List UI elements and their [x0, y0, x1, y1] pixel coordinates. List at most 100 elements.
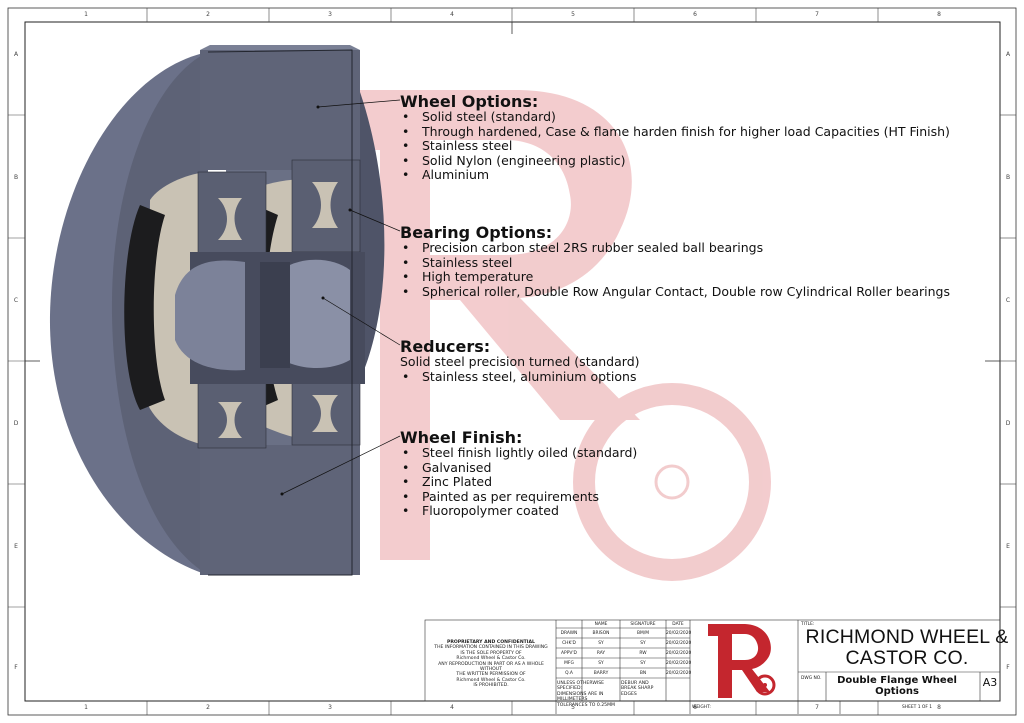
- deburr-line: EDGES: [621, 691, 637, 697]
- zone-row-c: C: [13, 297, 19, 304]
- standard-option: Solid steel precision turned (standard): [400, 354, 640, 369]
- wheel-section-view: [49, 45, 385, 576]
- row-name: BARRY: [593, 671, 609, 676]
- deburr-line: DEBUR AND: [621, 681, 649, 686]
- zone-col-7: 7: [815, 11, 819, 18]
- tolerance-line: TOLERANCES TO 0.25MM: [557, 702, 615, 708]
- proprietary-heading: PROPRIETARY AND CONFIDENTIAL: [446, 640, 535, 645]
- proprietary-line: IS PROHIBITED.: [473, 683, 509, 689]
- row-role: CHK'D: [562, 641, 576, 646]
- header-signature: SIGNATURE: [630, 622, 656, 627]
- proprietary-notice: PROPRIETARY AND CONFIDENTIAL THE INFORMA…: [428, 640, 554, 689]
- list-item: Spherical roller, Double Row Angular Con…: [402, 284, 950, 300]
- list-item: High temperature: [402, 270, 950, 285]
- proprietary-line: THE WRITTEN PERMISSION OF: [456, 672, 526, 678]
- sheet-number: SHEET 1 OF 1: [902, 705, 933, 710]
- sheet-size: A3: [982, 676, 998, 689]
- callout-title: Bearing Options:: [400, 223, 553, 242]
- row-role: MFG: [564, 661, 574, 666]
- zone-row-e-right: E: [1006, 543, 1010, 550]
- callout-title: Wheel Options:: [400, 92, 539, 111]
- deburr-line: BREAK SHARP: [621, 686, 654, 692]
- list-item: Galvanised: [402, 460, 637, 476]
- title-block-grid: [424, 619, 1001, 714]
- row-signature: RW: [639, 651, 647, 656]
- proprietary-line: Richmond Wheel & Castor Co.: [456, 677, 526, 683]
- list-item: Stainless steel, aluminium options: [402, 369, 640, 385]
- center-marks: [25, 22, 1000, 362]
- option-list: Precision carbon steel 2RS rubber sealed…: [400, 240, 950, 300]
- zone-row-c-right: C: [1005, 297, 1011, 304]
- callout-wheel-finish: Wheel Finish: Steel finish lightly oiled…: [400, 429, 637, 519]
- zone-ticks: [8, 8, 1016, 715]
- list-item: Solid steel (standard): [402, 109, 950, 125]
- company-logo: [708, 624, 776, 698]
- option-list: Steel finish lightly oiled (standard) Ga…: [400, 445, 637, 519]
- zone-row-a-right: A: [1005, 51, 1011, 58]
- company-name: RICHMOND WHEEL & CASTOR CO.: [800, 627, 1014, 669]
- row-date: 20/02/2020: [666, 631, 692, 636]
- title-label: TITLE:: [801, 622, 815, 627]
- row-role: DRAWN: [560, 631, 578, 636]
- drawing-title: Double Flange Wheel Options: [832, 675, 962, 697]
- list-item: Steel finish lightly oiled (standard): [402, 445, 637, 461]
- zone-col-8: 8: [937, 11, 941, 18]
- callout-wheel-options: Wheel Options: Solid steel (standard) Th…: [400, 93, 950, 183]
- zone-row-a: A: [13, 51, 19, 58]
- row-role: APPV'D: [561, 651, 577, 656]
- row-signature: BN: [639, 671, 647, 676]
- zone-col-8-bottom: 8: [937, 704, 941, 711]
- callout-title: Reducers:: [400, 337, 491, 356]
- proprietary-line: Richmond Wheel & Castor Co.: [456, 656, 526, 662]
- leader-lines: [281, 99, 401, 495]
- zone-row-e: E: [14, 543, 18, 550]
- header-date: DATE: [672, 622, 684, 627]
- leader-dots: [280, 105, 352, 496]
- zone-col-6-bottom: 6: [693, 704, 697, 711]
- callout-bearing-options: Bearing Options: Precision carbon steel …: [400, 224, 950, 299]
- company-line: CASTOR CO.: [845, 647, 969, 669]
- row-name: SY: [598, 661, 604, 666]
- zone-col-2: 2: [206, 11, 210, 18]
- zone-col-3-bottom: 3: [328, 704, 332, 711]
- weight-label: WEIGHT:: [692, 705, 711, 710]
- row-signature: BM/M: [636, 631, 650, 636]
- drawing-title-line: Options: [875, 686, 919, 697]
- zone-col-1-bottom: 1: [84, 704, 88, 711]
- zone-col-5: 5: [571, 11, 575, 18]
- row-date: 20/02/2020: [666, 671, 692, 676]
- list-item: Precision carbon steel 2RS rubber sealed…: [402, 240, 950, 256]
- tolerance-line: UNLESS OTHERWISE SPECIFIED:: [557, 681, 605, 692]
- tolerance-note: UNLESS OTHERWISE SPECIFIED: DIMENSIONS A…: [557, 681, 621, 708]
- zone-col-5-bottom: 5: [571, 704, 575, 711]
- drawing-title-line: Double Flange Wheel: [837, 675, 957, 686]
- dwg-no-label: DWG NO.: [801, 676, 822, 681]
- option-list: Stainless steel, aluminium options: [400, 369, 640, 385]
- zone-row-f-right: F: [1006, 664, 1010, 671]
- zone-row-b: B: [13, 174, 19, 181]
- list-item: Aluminium: [402, 168, 950, 183]
- zone-col-3: 3: [328, 11, 332, 18]
- zone-col-4: 4: [450, 11, 454, 18]
- proprietary-line: ANY REPRODUCTION IN PART OR AS A WHOLE W…: [438, 661, 544, 673]
- header-name: NAME: [594, 622, 608, 627]
- zone-row-d-right: D: [1005, 420, 1011, 427]
- company-line: RICHMOND WHEEL &: [805, 626, 1009, 648]
- zone-row-d: D: [13, 420, 19, 427]
- callout-title: Wheel Finish:: [400, 428, 523, 447]
- list-item: Stainless steel: [402, 255, 950, 271]
- row-signature: SY: [640, 641, 646, 646]
- callout-reducers: Reducers: Solid steel precision turned (…: [400, 338, 640, 384]
- list-item: Painted as per requirements: [402, 489, 637, 505]
- zone-col-7-bottom: 7: [815, 704, 819, 711]
- row-name: BRISON: [592, 631, 610, 636]
- row-signature: SY: [640, 661, 646, 666]
- row-date: 20/02/2020: [666, 641, 692, 646]
- option-list: Solid steel (standard) Through hardened,…: [400, 109, 950, 183]
- zone-row-b-right: B: [1005, 174, 1011, 181]
- row-name: SY: [598, 641, 604, 646]
- deburr-note: DEBUR AND BREAK SHARP EDGES: [621, 681, 666, 697]
- list-item: Through hardened, Case & flame harden fi…: [402, 124, 950, 140]
- row-name: RAY: [596, 651, 606, 656]
